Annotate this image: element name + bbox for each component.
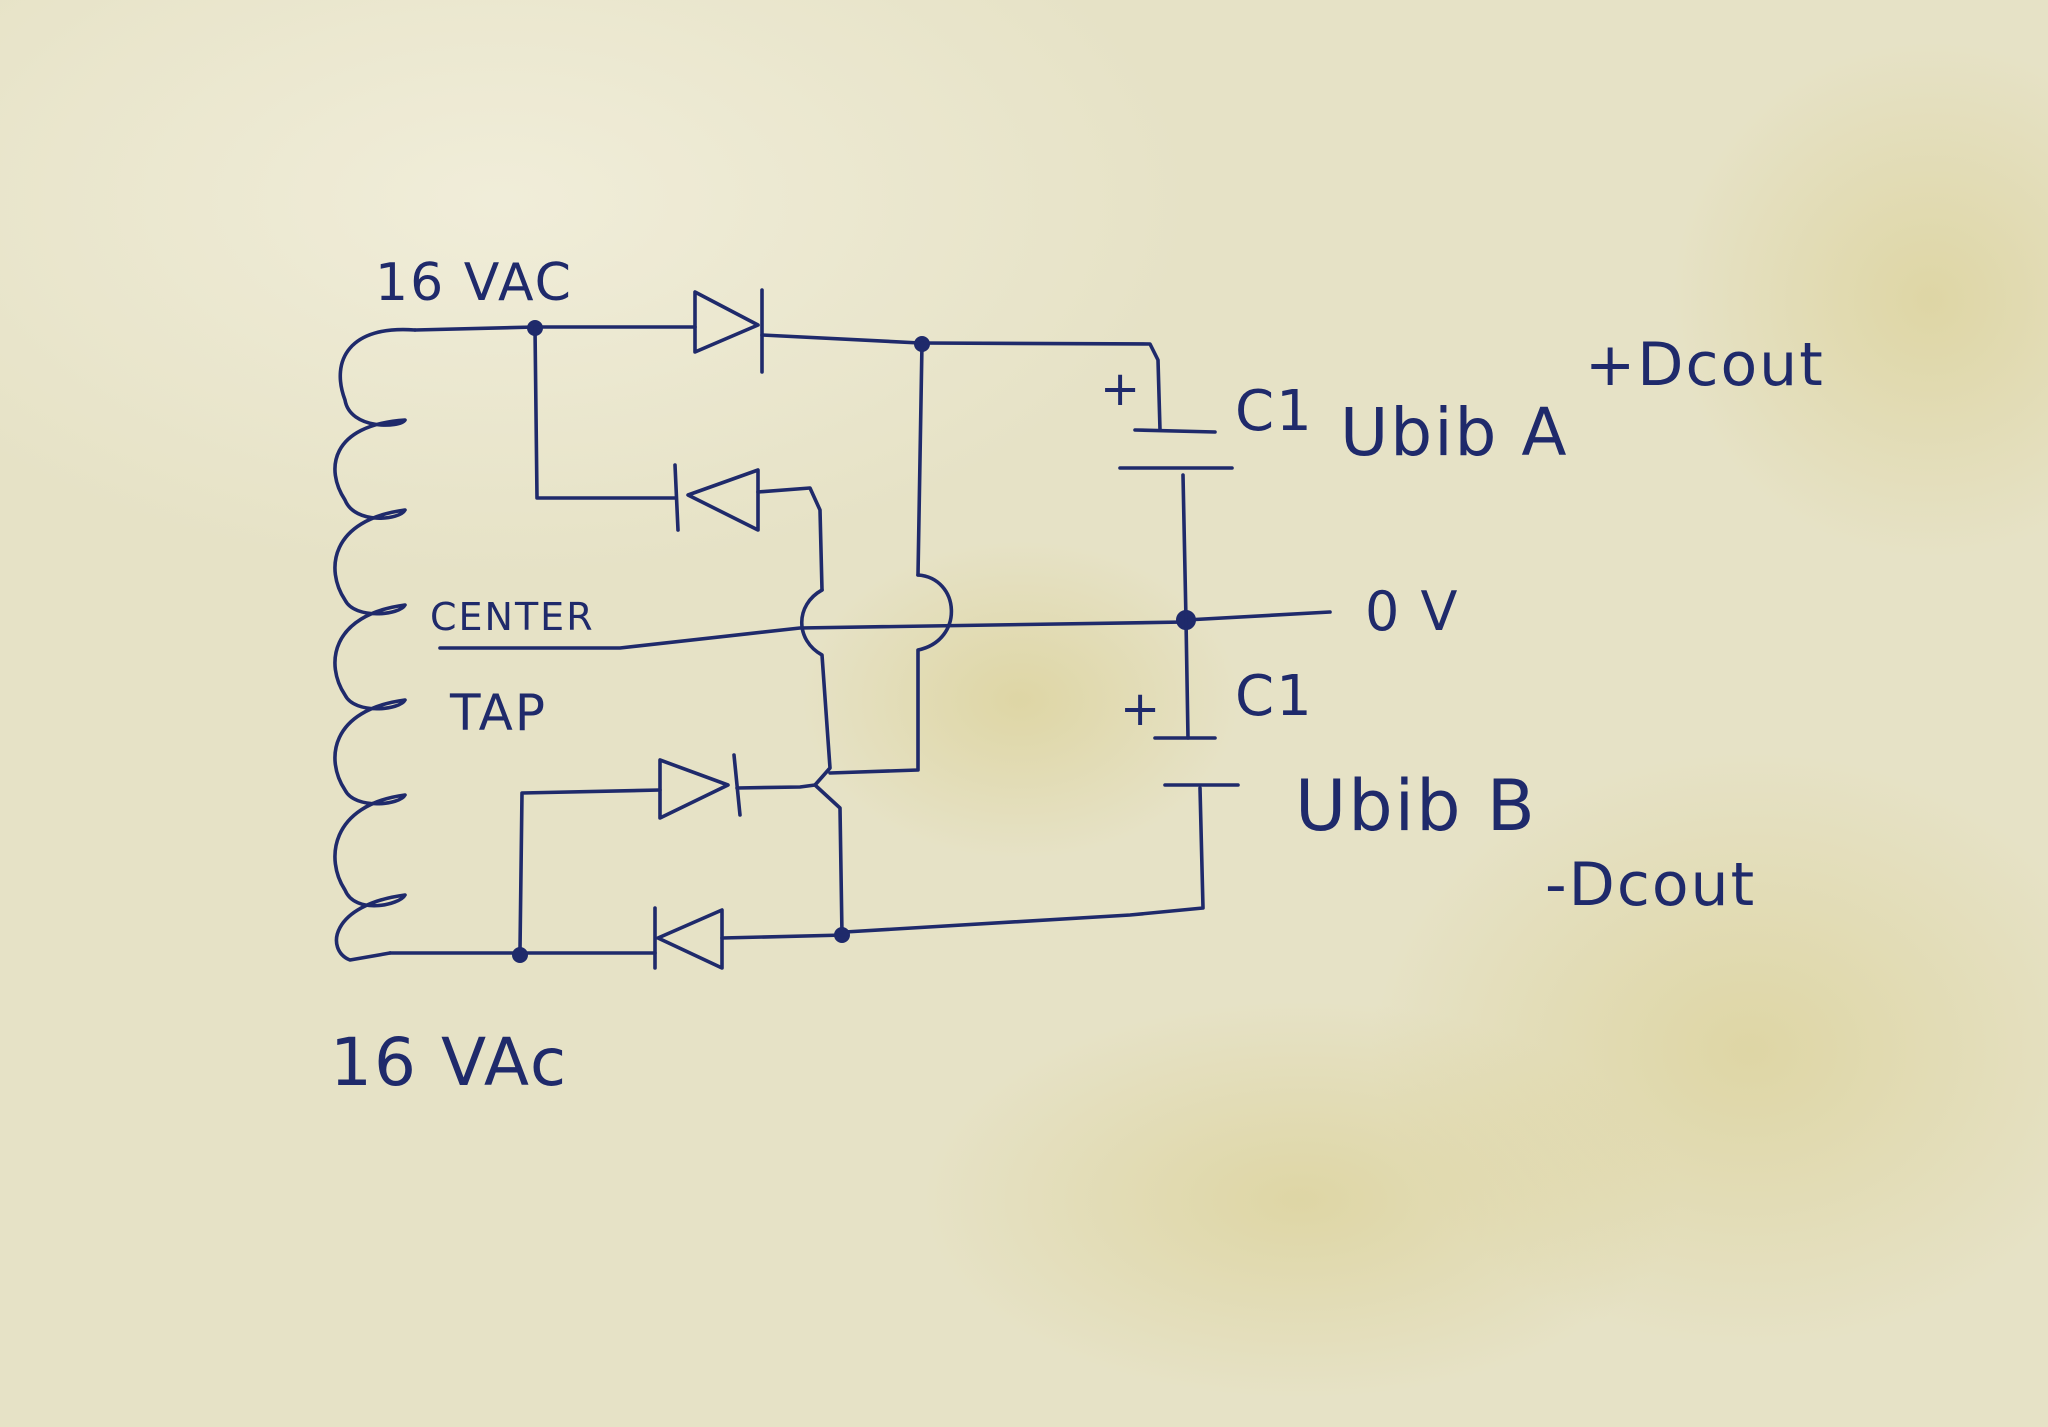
- label-pos-out: +Dcout: [1585, 330, 1825, 400]
- label-plus-bottom: +: [1120, 681, 1162, 737]
- label-center: CENTER: [430, 595, 595, 639]
- wire-pos-vertical: [916, 341, 924, 577]
- wire-d3-left: [518, 788, 662, 952]
- wire-d1-out: [760, 333, 922, 345]
- wire-cap-bottom-up: [1184, 618, 1190, 740]
- wire-top-ac: [413, 325, 537, 332]
- wire-neg-rail: [843, 786, 1205, 934]
- diode-d3: [658, 753, 742, 820]
- label-rail-a: Ubib A: [1340, 394, 1569, 471]
- wire-d2-left: [533, 326, 677, 500]
- label-top-voltage: 16 VAC: [375, 253, 573, 313]
- wire-d2-right: [756, 486, 824, 592]
- wire-ground-out: [1184, 610, 1332, 622]
- wire-pos-hop: [828, 573, 954, 775]
- label-neg-out: -Dcout: [1545, 850, 1756, 920]
- wire-d2-hop: [799, 588, 832, 787]
- label-cap-top: C1: [1235, 379, 1314, 444]
- wire-pos-rail: [920, 341, 1162, 432]
- cap-top-plate-pos: [1133, 428, 1217, 434]
- label-cap-bottom: C1: [1235, 664, 1314, 729]
- stain-right: [1670, 40, 2048, 560]
- label-tap: TAP: [449, 684, 547, 742]
- wire-cap-top-down: [1181, 473, 1188, 622]
- junction-bottom-ac: [512, 947, 528, 963]
- label-rail-b: Ubib B: [1295, 765, 1537, 847]
- diode-d1: [693, 288, 764, 374]
- wire-d3-right: [735, 783, 844, 937]
- stain-bottom: [920, 1000, 1680, 1400]
- label-ground: 0 V: [1365, 580, 1459, 643]
- label-plus-top: +: [1100, 361, 1142, 417]
- stain-center: [800, 540, 1240, 860]
- diode-d2: [673, 463, 760, 532]
- wire-d4-right: [720, 933, 847, 940]
- label-bottom-voltage: 16 VAc: [330, 1024, 568, 1101]
- paper-highlight: [0, 0, 1200, 580]
- transformer-winding: [333, 327, 417, 962]
- wire-center-tap: [438, 620, 1187, 650]
